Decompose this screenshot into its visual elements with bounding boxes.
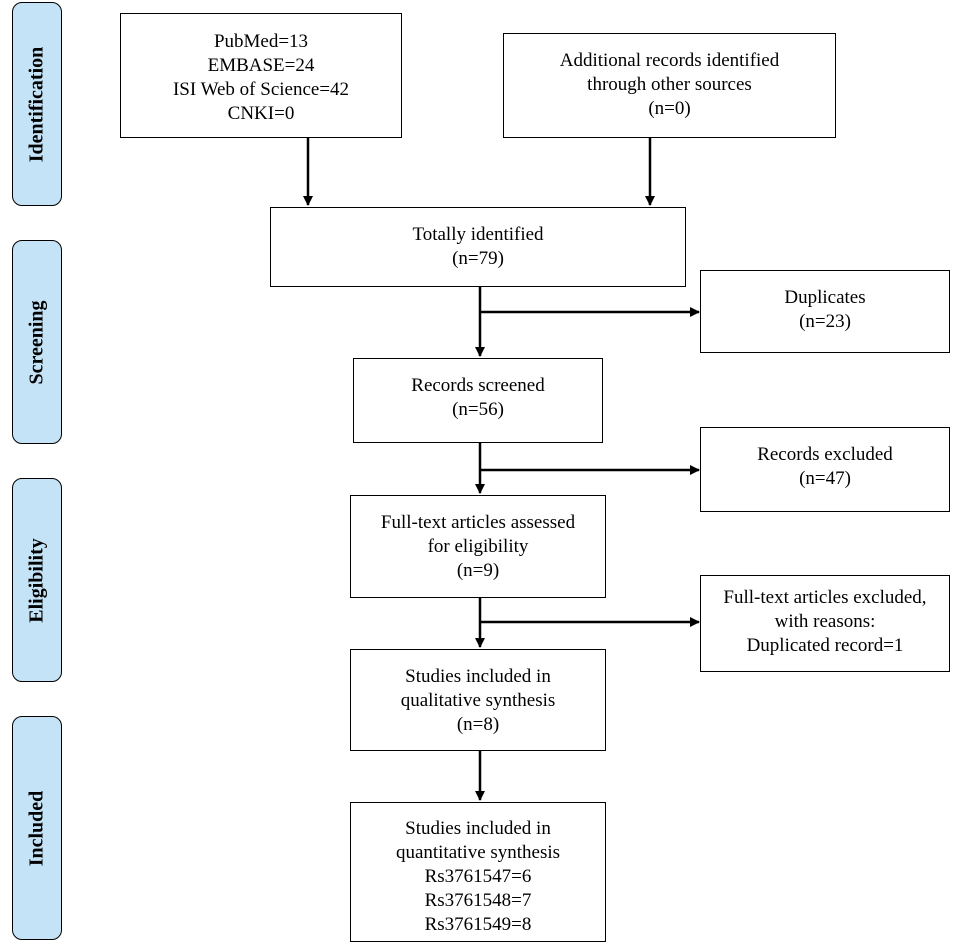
box-line: (n=56) — [452, 399, 504, 420]
fulltext-excluded-box: Full-text articles excluded, with reason… — [700, 575, 950, 672]
box-line: Additional records identified — [559, 50, 780, 71]
stage-identification: Identification — [12, 2, 62, 206]
stage-eligibility: Eligibility — [12, 478, 62, 682]
box-line: ISI Web of Science=42 — [172, 79, 350, 100]
records-excluded-box: Records excluded (n=47) — [700, 427, 950, 512]
box-line: (n=9) — [456, 560, 500, 581]
box-line: (n=0) — [648, 98, 691, 119]
box-line: (n=23) — [799, 311, 851, 332]
databases-box: PubMed=13 EMBASE=24 ISI Web of Science=4… — [120, 13, 402, 138]
box-line: PubMed=13 — [213, 31, 309, 52]
records-screened-box: Records screened (n=56) — [353, 358, 603, 443]
box-line: Full-text articles assessed — [380, 512, 576, 533]
fulltext-assessed-box: Full-text articles assessed for eligibil… — [350, 495, 606, 598]
box-line: (n=8) — [456, 714, 500, 735]
duplicates-box: Duplicates (n=23) — [700, 270, 950, 353]
box-line: through other sources — [587, 74, 752, 95]
box-line: Records excluded — [757, 444, 893, 465]
box-line: Studies included in — [405, 666, 551, 687]
stage-included: Included — [12, 716, 62, 940]
box-line: Studies included in — [405, 818, 551, 839]
box-line: for eligibility — [427, 536, 529, 557]
box-line: Duplicates — [784, 287, 866, 308]
box-line: Full-text articles excluded, — [723, 587, 927, 608]
box-line: CNKI=0 — [227, 103, 295, 124]
qualitative-synthesis-box: Studies included in qualitative synthesi… — [350, 649, 606, 751]
box-line: qualitative synthesis — [400, 690, 556, 711]
box-line: (n=47) — [799, 468, 851, 489]
box-line: EMBASE=24 — [207, 55, 315, 76]
box-line: Totally identified — [412, 224, 544, 245]
box-line: (n=79) — [452, 248, 504, 269]
box-line: Rs3761548=7 — [424, 890, 532, 911]
box-line: Rs3761549=8 — [424, 914, 532, 935]
box-line: with reasons: — [774, 611, 876, 632]
stage-screening: Screening — [12, 240, 62, 444]
box-line: Duplicated record=1 — [746, 635, 904, 656]
box-line: quantitative synthesis — [395, 842, 561, 863]
quantitative-synthesis-box: Studies included in quantitative synthes… — [350, 802, 606, 942]
box-line: Records screened — [411, 375, 545, 396]
box-line: Rs3761547=6 — [424, 866, 532, 887]
total-identified-box: Totally identified (n=79) — [270, 207, 686, 287]
other-sources-box: Additional records identified through ot… — [503, 33, 836, 138]
